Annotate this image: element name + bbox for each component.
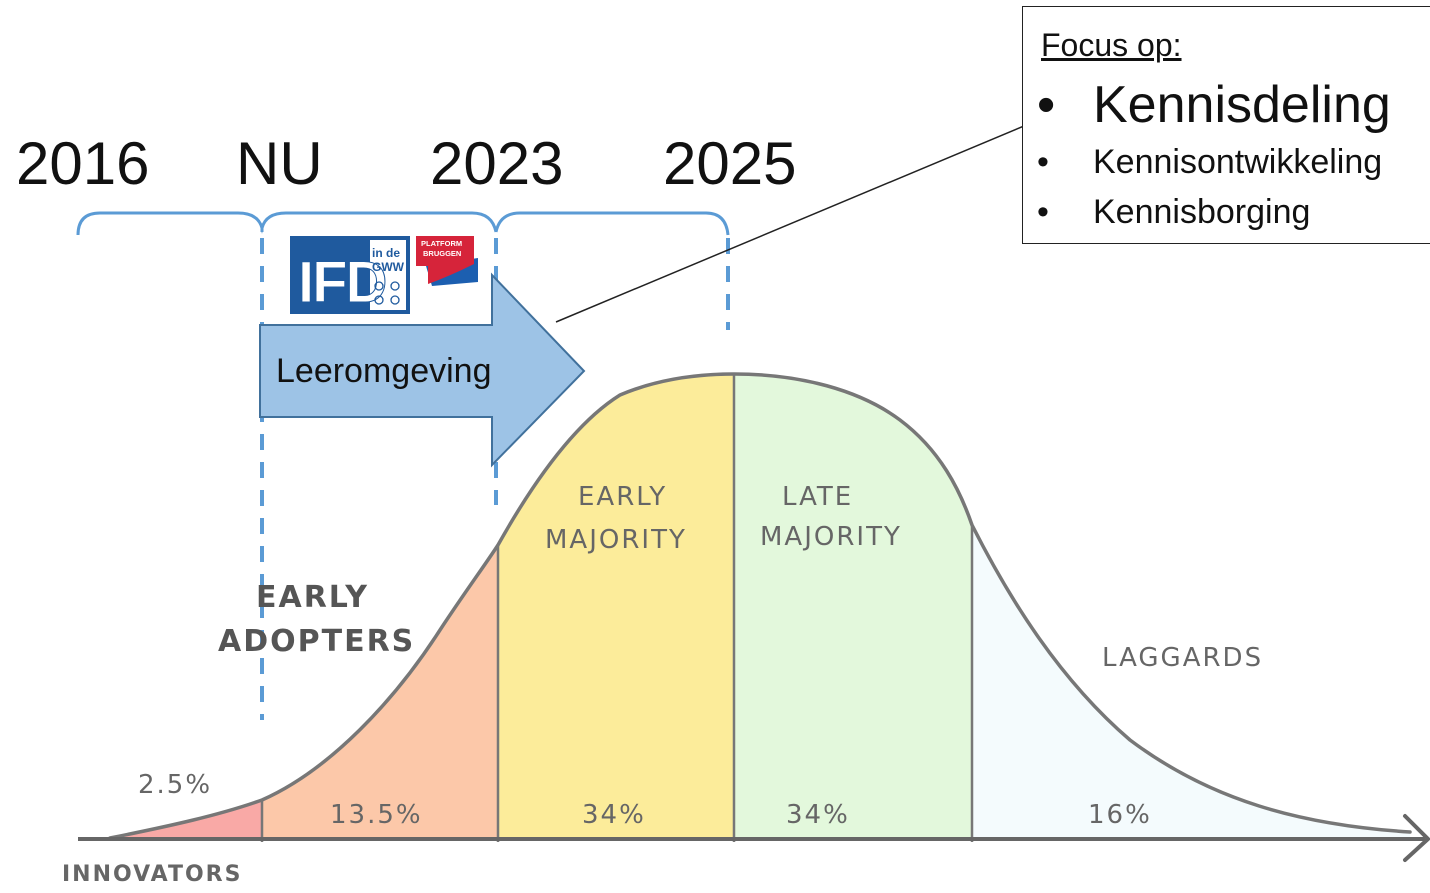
label-innovators: INNOVATORS [62,862,243,887]
segment-dividers [260,374,974,842]
timeline-dashes [260,238,730,720]
segment-early-majority [498,374,734,838]
leeromgeving-arrow [259,272,586,468]
bell-curve-outline [108,372,1412,840]
focus-title: Focus op: [1041,27,1182,63]
ifd-logo-text: IFD [298,250,386,315]
percent-innovators: 2.5% [138,770,213,800]
label-late-majority-1: LATE [782,482,854,512]
bullet-icon: • [1037,76,1056,134]
bracket-2023-2025 [494,211,730,236]
ifd-logo-sub2: GWW [372,260,405,274]
platform-logo-line2: BRUGGEN [423,249,461,258]
label-early-adopters-2: ADOPTERS [218,624,416,659]
label-early-majority-2: MAJORITY [545,525,687,555]
percent-early-majority: 34% [582,800,646,830]
callout-line [555,125,1025,323]
focus-item-kennisontwikkeling: • Kennisontwikkeling [1037,143,1382,182]
label-late-majority-2: MAJORITY [760,522,902,552]
platform-bruggen-logo: PLATFORM BRUGGEN [416,236,478,286]
bracket-now-2023 [260,211,498,233]
focus-item-label: Kennisdeling [1093,76,1391,134]
ifd-logo-sub1: in de [372,246,400,260]
label-early-majority-1: EARLY [578,482,668,512]
year-now: NU [236,130,323,197]
platform-logo-line1: PLATFORM [421,239,462,248]
focus-item-kennisdeling: • Kennisdeling [1037,75,1391,135]
ifd-logo: IFD in de GWW [290,236,410,316]
focus-callout-box: Focus op: • Kennisdeling • Kennisontwikkel… [1022,6,1430,244]
label-laggards: LAGGARDS [1102,643,1264,673]
bullet-icon: • [1037,143,1049,181]
arrow-label: Leeromgeving [276,352,492,390]
segment-innovators [110,800,262,838]
focus-item-kennisborging: • Kennisborging [1037,193,1310,232]
segment-late-majority [734,374,972,838]
year-2025: 2025 [663,130,797,197]
x-axis-arrowhead [1403,814,1430,862]
bracket-2016-now [76,211,287,236]
year-2023: 2023 [430,130,564,197]
timeline-brackets [76,211,730,236]
label-early-adopters-1: EARLY [256,580,369,615]
focus-item-label: Kennisborging [1093,193,1311,231]
segment-laggards [972,525,1410,838]
focus-item-label: Kennisontwikkeling [1093,143,1383,181]
year-2016: 2016 [16,130,150,197]
percent-laggards: 16% [1088,800,1152,830]
bullet-icon: • [1037,193,1049,231]
percent-late-majority: 34% [786,800,850,830]
percent-early-adopters: 13.5% [330,800,423,830]
